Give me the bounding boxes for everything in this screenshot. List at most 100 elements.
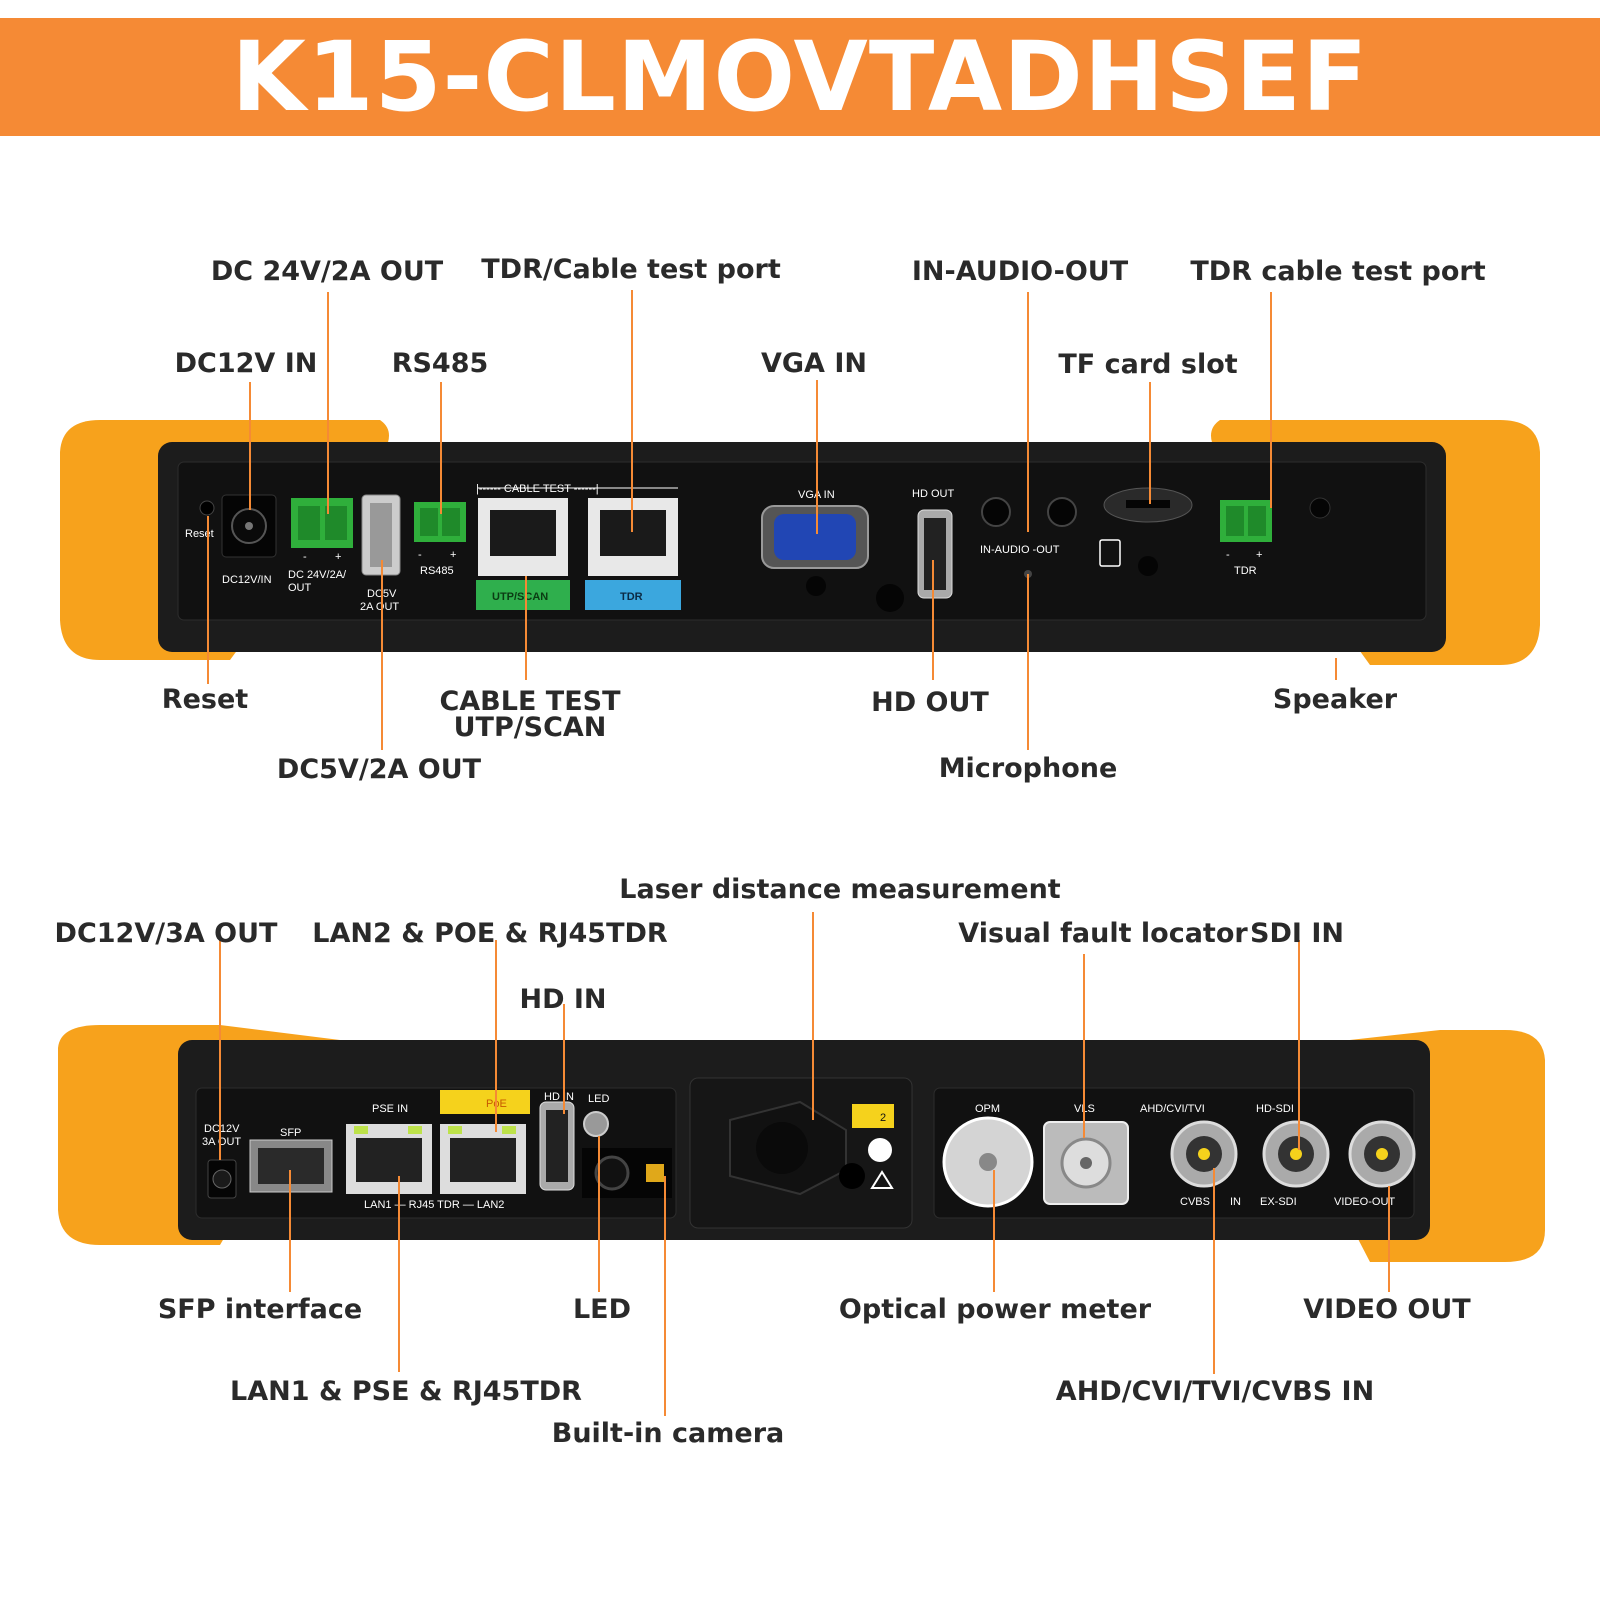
poe-tag (440, 1090, 530, 1114)
panel-lan-text: LAN1 — RJ45 TDR — LAN2 (364, 1199, 504, 1211)
leader-led (598, 1136, 600, 1292)
label-built-in-camera: Built-in camera (551, 1418, 785, 1449)
top-device: Reset DC12V/IN - + DC 24V/2A/ OUT DC5V 2… (60, 420, 1540, 665)
leader-tdr-right (1270, 292, 1272, 508)
panel-minus-1: - (303, 551, 307, 563)
panel-dc24-text-2: OUT (288, 582, 312, 594)
label-ahd-cvi-tvi-cvbs-in: AHD/CVI/TVI/CVBS IN (1055, 1376, 1375, 1407)
panel-rs485-text: RS485 (420, 565, 454, 577)
panel-sfp-text: SFP (280, 1127, 301, 1139)
leader-lan2 (495, 940, 497, 1132)
panel-dc12-text-2: 3A OUT (202, 1136, 241, 1148)
led-lamp (583, 1111, 609, 1137)
label-reset: Reset (161, 684, 249, 715)
page-title: K15-CLMOVTADHSEF (231, 21, 1369, 133)
label-in-audio-out: IN-AUDIO-OUT (911, 256, 1129, 287)
leader-opm (993, 1170, 995, 1292)
panel-plus-1: + (335, 551, 341, 563)
title-banner: K15-CLMOVTADHSEF (0, 18, 1600, 136)
leader-dc12out (219, 938, 221, 1160)
leader-hdout (932, 560, 934, 680)
leader-mic (1027, 574, 1029, 750)
panel-tdr-small-text: TDR (1234, 565, 1257, 577)
label-laser-distance: Laser distance measurement (619, 874, 1061, 905)
panel-minus-2: - (418, 549, 422, 561)
label-optical-power-meter: Optical power meter (838, 1294, 1152, 1325)
panel-videoout-text: VIDEO-OUT (1334, 1196, 1395, 1208)
label-vga-in: VGA IN (761, 348, 867, 379)
label-dc12v-3a-out: DC12V/3A OUT (54, 918, 278, 949)
label-lan2-poe: LAN2 & POE & RJ45TDR (312, 918, 668, 949)
leader-dc24 (327, 292, 329, 514)
panel-ahd-text: AHD/CVI/TVI (1140, 1103, 1205, 1115)
panel-cvbs-text: CVBS (1180, 1196, 1210, 1208)
label-speaker: Speaker (1272, 684, 1398, 715)
label-tdr-cable-test-port: TDR/Cable test port (481, 254, 781, 285)
leader-reset (207, 516, 209, 684)
panel-dc12-text-1: DC12V (204, 1123, 240, 1135)
sd-card-icon (1099, 539, 1121, 567)
label-cable-test-2: UTP/SCAN (453, 712, 607, 743)
leader-speaker (1335, 658, 1337, 680)
speaker-hole (1309, 497, 1331, 519)
label-hd-in: HD IN (519, 984, 607, 1015)
label-hd-out: HD OUT (871, 687, 989, 718)
panel-dc12vin-text: DC12V/IN (222, 574, 272, 586)
leader-sdi (1298, 940, 1300, 1150)
label-visual-fault-locator: Visual fault locator (958, 918, 1248, 949)
panel-cable-test-text: |------ CABLE TEST ------| (476, 483, 599, 495)
label-tdr-cable-test-port-right: TDR cable test port (1190, 256, 1486, 287)
panel-minus-3: - (1226, 549, 1230, 561)
panel-hdout-text: HD OUT (912, 488, 954, 500)
audio-out-jack (1047, 497, 1077, 527)
label-sdi-in: SDI IN (1250, 918, 1344, 949)
panel-audio-text: IN-AUDIO -OUT (980, 544, 1060, 556)
leader-dc12in (249, 382, 251, 510)
warning-triangle-icon (870, 1170, 894, 1189)
label-rs485: RS485 (391, 348, 489, 379)
panel-dc24-text-1: DC 24V/2A/ (288, 569, 347, 581)
panel-plus-2: + (450, 549, 456, 561)
utp-scan-tag (476, 580, 570, 610)
label-microphone: Microphone (938, 753, 1118, 784)
panel-reset-text: Reset (185, 528, 214, 540)
panel-dc5-text-2: 2A OUT (360, 601, 399, 613)
label-led: LED (572, 1294, 632, 1325)
label-lan1-pse: LAN1 & PSE & RJ45TDR (230, 1376, 582, 1407)
leader-tdr-cable (631, 290, 633, 532)
panel-hdin-text: HD IN (544, 1091, 574, 1103)
bottom-device: DC12V 3A OUT SFP PSE IN PoE LAN1 — RJ45 … (58, 1025, 1545, 1262)
panel-exsdi-text: EX-SDI (1260, 1196, 1297, 1208)
panel-hdsdi-text: HD-SDI (1256, 1103, 1294, 1115)
leader-rs485 (440, 382, 442, 514)
label-tf-card-slot: TF card slot (1058, 349, 1238, 380)
leader-vga (816, 380, 818, 534)
leader-audio (1027, 292, 1029, 532)
audio-in-jack (981, 497, 1011, 527)
bnc-connectors (1170, 1120, 1416, 1188)
leader-camera (664, 1176, 666, 1416)
leader-dc5 (381, 560, 383, 750)
leader-laser (812, 912, 814, 1120)
leader-tf (1149, 382, 1151, 504)
panel-plus-3: + (1256, 549, 1262, 561)
label-video-out: VIDEO OUT (1303, 1294, 1471, 1325)
laser-warning-tag (852, 1104, 894, 1128)
panel-led-text: LED (588, 1093, 609, 1105)
panel-in-text: IN (1230, 1196, 1241, 1208)
panel-opm-text: OPM (975, 1103, 1000, 1115)
leader-ahd (1213, 1168, 1215, 1374)
label-dc5v-out: DC5V/2A OUT (276, 754, 482, 785)
label-dc24v-out: DC 24V/2A OUT (210, 256, 444, 287)
reset-hole (199, 500, 215, 516)
tdr-tag (585, 580, 681, 610)
panel-laser-class-text: 2 (880, 1112, 886, 1124)
panel-psein-text: PSE IN (372, 1103, 408, 1115)
leader-videoout (1388, 1186, 1390, 1292)
leader-vfl (1083, 954, 1085, 1138)
leader-hdin (563, 1004, 565, 1114)
label-dc12v-in: DC12V IN (174, 348, 318, 379)
leader-cable-test (525, 576, 527, 680)
leader-sfp (289, 1170, 291, 1292)
